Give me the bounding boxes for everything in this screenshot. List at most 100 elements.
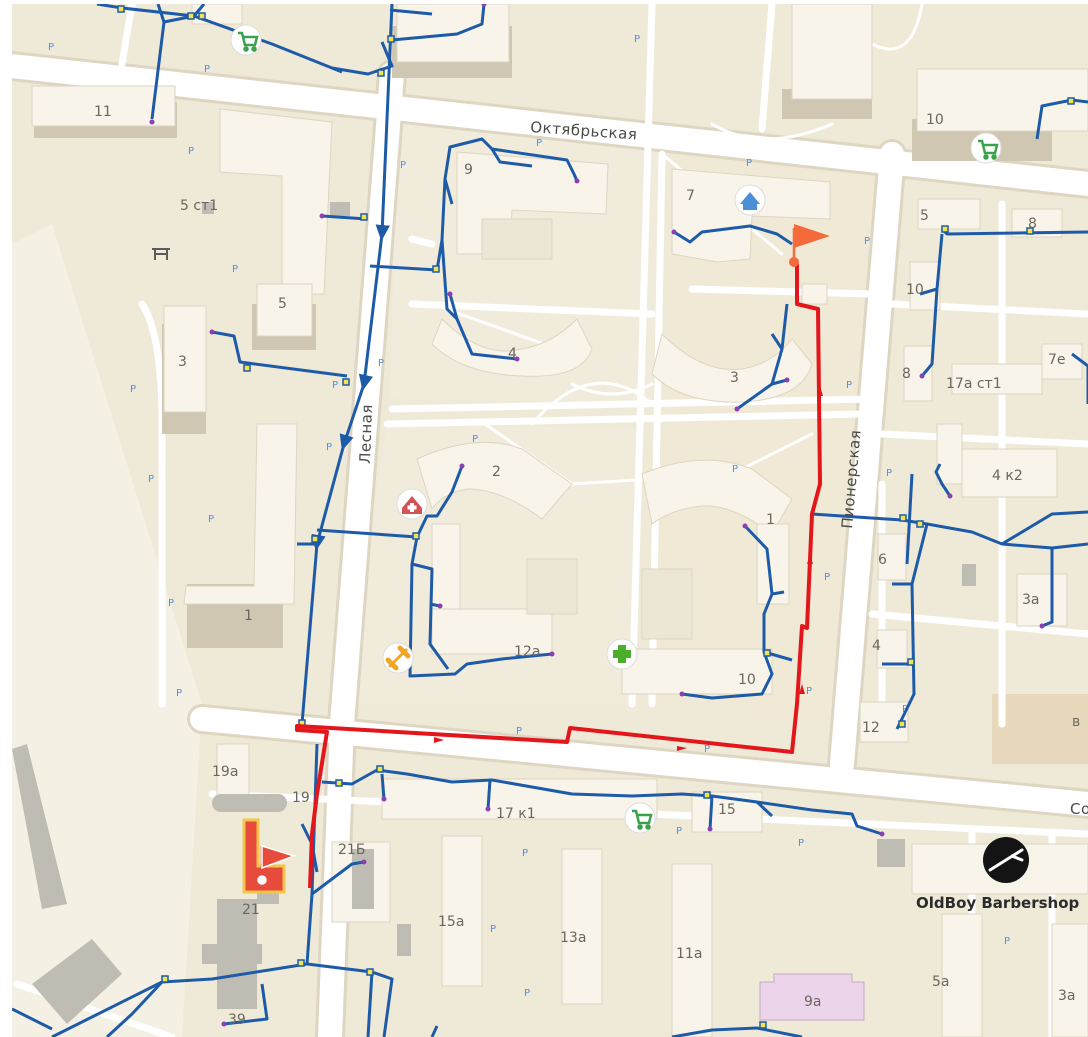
map-canvas[interactable]: P P P P P P P P P P P P P P P P P P P P … <box>12 4 1088 1037</box>
svg-text:P: P <box>400 160 406 171</box>
svg-text:4: 4 <box>872 638 881 654</box>
network-endpoints <box>149 4 1045 1027</box>
network-nodes <box>117 5 1075 1029</box>
svg-text:P: P <box>824 572 830 583</box>
svg-text:7: 7 <box>686 188 695 204</box>
svg-text:в: в <box>1072 714 1080 730</box>
pharmacy-cross-icon <box>613 645 631 663</box>
svg-text:10: 10 <box>738 672 756 688</box>
svg-text:4: 4 <box>508 346 517 362</box>
svg-text:P: P <box>806 686 812 697</box>
svg-text:P: P <box>188 146 194 157</box>
dumbbell-icon <box>385 645 411 671</box>
svg-text:P: P <box>746 158 752 169</box>
svg-text:P: P <box>168 598 174 609</box>
pharmacy-poi[interactable] <box>606 638 638 670</box>
svg-text:2: 2 <box>492 464 501 480</box>
svg-text:P: P <box>472 434 478 445</box>
street-label-lesnaya: Лесная <box>356 404 376 464</box>
svg-text:21: 21 <box>242 902 260 918</box>
route-path <box>295 264 822 889</box>
svg-text:3: 3 <box>178 354 187 370</box>
svg-text:5: 5 <box>920 208 929 224</box>
cart-icon <box>632 809 653 830</box>
svg-text:6: 6 <box>878 552 887 568</box>
svg-text:17 к1: 17 к1 <box>496 806 536 822</box>
svg-text:17а ст1: 17а ст1 <box>946 376 1002 392</box>
svg-text:P: P <box>798 838 804 849</box>
svg-text:3а: 3а <box>1022 592 1040 608</box>
svg-text:P: P <box>332 380 338 391</box>
svg-text:11: 11 <box>94 104 112 120</box>
svg-text:P: P <box>676 826 682 837</box>
svg-text:P: P <box>704 744 710 755</box>
kindergarten-poi[interactable] <box>734 184 766 216</box>
svg-text:19а: 19а <box>212 764 238 780</box>
svg-text:3а: 3а <box>1058 988 1076 1004</box>
gym-poi[interactable] <box>382 642 414 674</box>
razor-icon <box>988 848 1024 872</box>
svg-text:P: P <box>148 474 154 485</box>
cart-icon <box>238 31 259 52</box>
svg-text:4 к2: 4 к2 <box>992 468 1023 484</box>
buildings-layer <box>12 4 1088 1037</box>
house-numbers: 11 5 ст1 5 3 1 9 4 2 12а 7 3 1 10 10 5 8… <box>94 104 1080 1028</box>
svg-text:1: 1 <box>244 608 253 624</box>
cart-icon <box>978 139 999 160</box>
svg-text:12а: 12а <box>514 644 540 660</box>
svg-text:12: 12 <box>862 720 880 736</box>
svg-text:P: P <box>232 264 238 275</box>
svg-text:15: 15 <box>718 802 736 818</box>
svg-text:7е: 7е <box>1048 352 1066 368</box>
start-flag-icon <box>261 844 297 870</box>
barbershop-name: OldBoy Barbershop <box>916 894 1080 912</box>
svg-text:5 ст1: 5 ст1 <box>180 198 218 214</box>
finish-flag-icon <box>794 224 830 248</box>
svg-text:P: P <box>48 42 54 53</box>
svg-text:8: 8 <box>902 366 911 382</box>
svg-text:P: P <box>732 464 738 475</box>
svg-text:19: 19 <box>292 790 310 806</box>
svg-text:10: 10 <box>906 282 924 298</box>
svg-text:15а: 15а <box>438 914 464 930</box>
barbershop-poi[interactable]: OldBoy Barbershop <box>916 837 1080 912</box>
svg-text:P: P <box>634 34 640 45</box>
shop-icon-south[interactable] <box>624 802 656 834</box>
svg-text:P: P <box>326 442 332 453</box>
svg-text:P: P <box>886 468 892 479</box>
svg-text:P: P <box>536 138 542 149</box>
svg-text:P: P <box>176 688 182 699</box>
route-arrows <box>434 386 823 751</box>
svg-text:P: P <box>1004 936 1010 947</box>
svg-text:P: P <box>864 236 870 247</box>
svg-text:10: 10 <box>926 112 944 128</box>
shop-icon-right[interactable] <box>970 132 1002 164</box>
svg-text:P: P <box>524 988 530 999</box>
svg-text:P: P <box>208 514 214 525</box>
svg-text:P: P <box>130 384 136 395</box>
svg-text:1: 1 <box>766 512 775 528</box>
svg-text:P: P <box>846 380 852 391</box>
svg-text:P: P <box>204 64 210 75</box>
shop-icon-top[interactable] <box>230 24 262 56</box>
roads-layer <box>12 4 1088 1037</box>
svg-text:3: 3 <box>730 370 739 386</box>
svg-text:5а: 5а <box>932 974 950 990</box>
svg-text:21Б: 21Б <box>338 842 365 858</box>
svg-text:11а: 11а <box>676 946 702 962</box>
svg-text:P: P <box>378 358 384 369</box>
map-view[interactable]: P P P P P P P P P P P P P P P P P P P P … <box>12 4 1088 1037</box>
svg-text:P: P <box>522 848 528 859</box>
svg-text:P: P <box>516 726 522 737</box>
svg-text:13а: 13а <box>560 930 586 946</box>
route-start-marker[interactable] <box>254 844 297 888</box>
route-end-marker[interactable] <box>789 224 830 267</box>
house-icon <box>740 192 760 210</box>
svg-text:P: P <box>490 924 496 935</box>
svg-text:9: 9 <box>464 162 473 178</box>
bench-icon <box>152 248 170 260</box>
hospital-poi[interactable] <box>396 488 428 520</box>
street-label-partial: Со <box>1070 800 1088 818</box>
svg-text:39: 39 <box>228 1012 246 1028</box>
svg-text:8: 8 <box>1028 216 1037 232</box>
